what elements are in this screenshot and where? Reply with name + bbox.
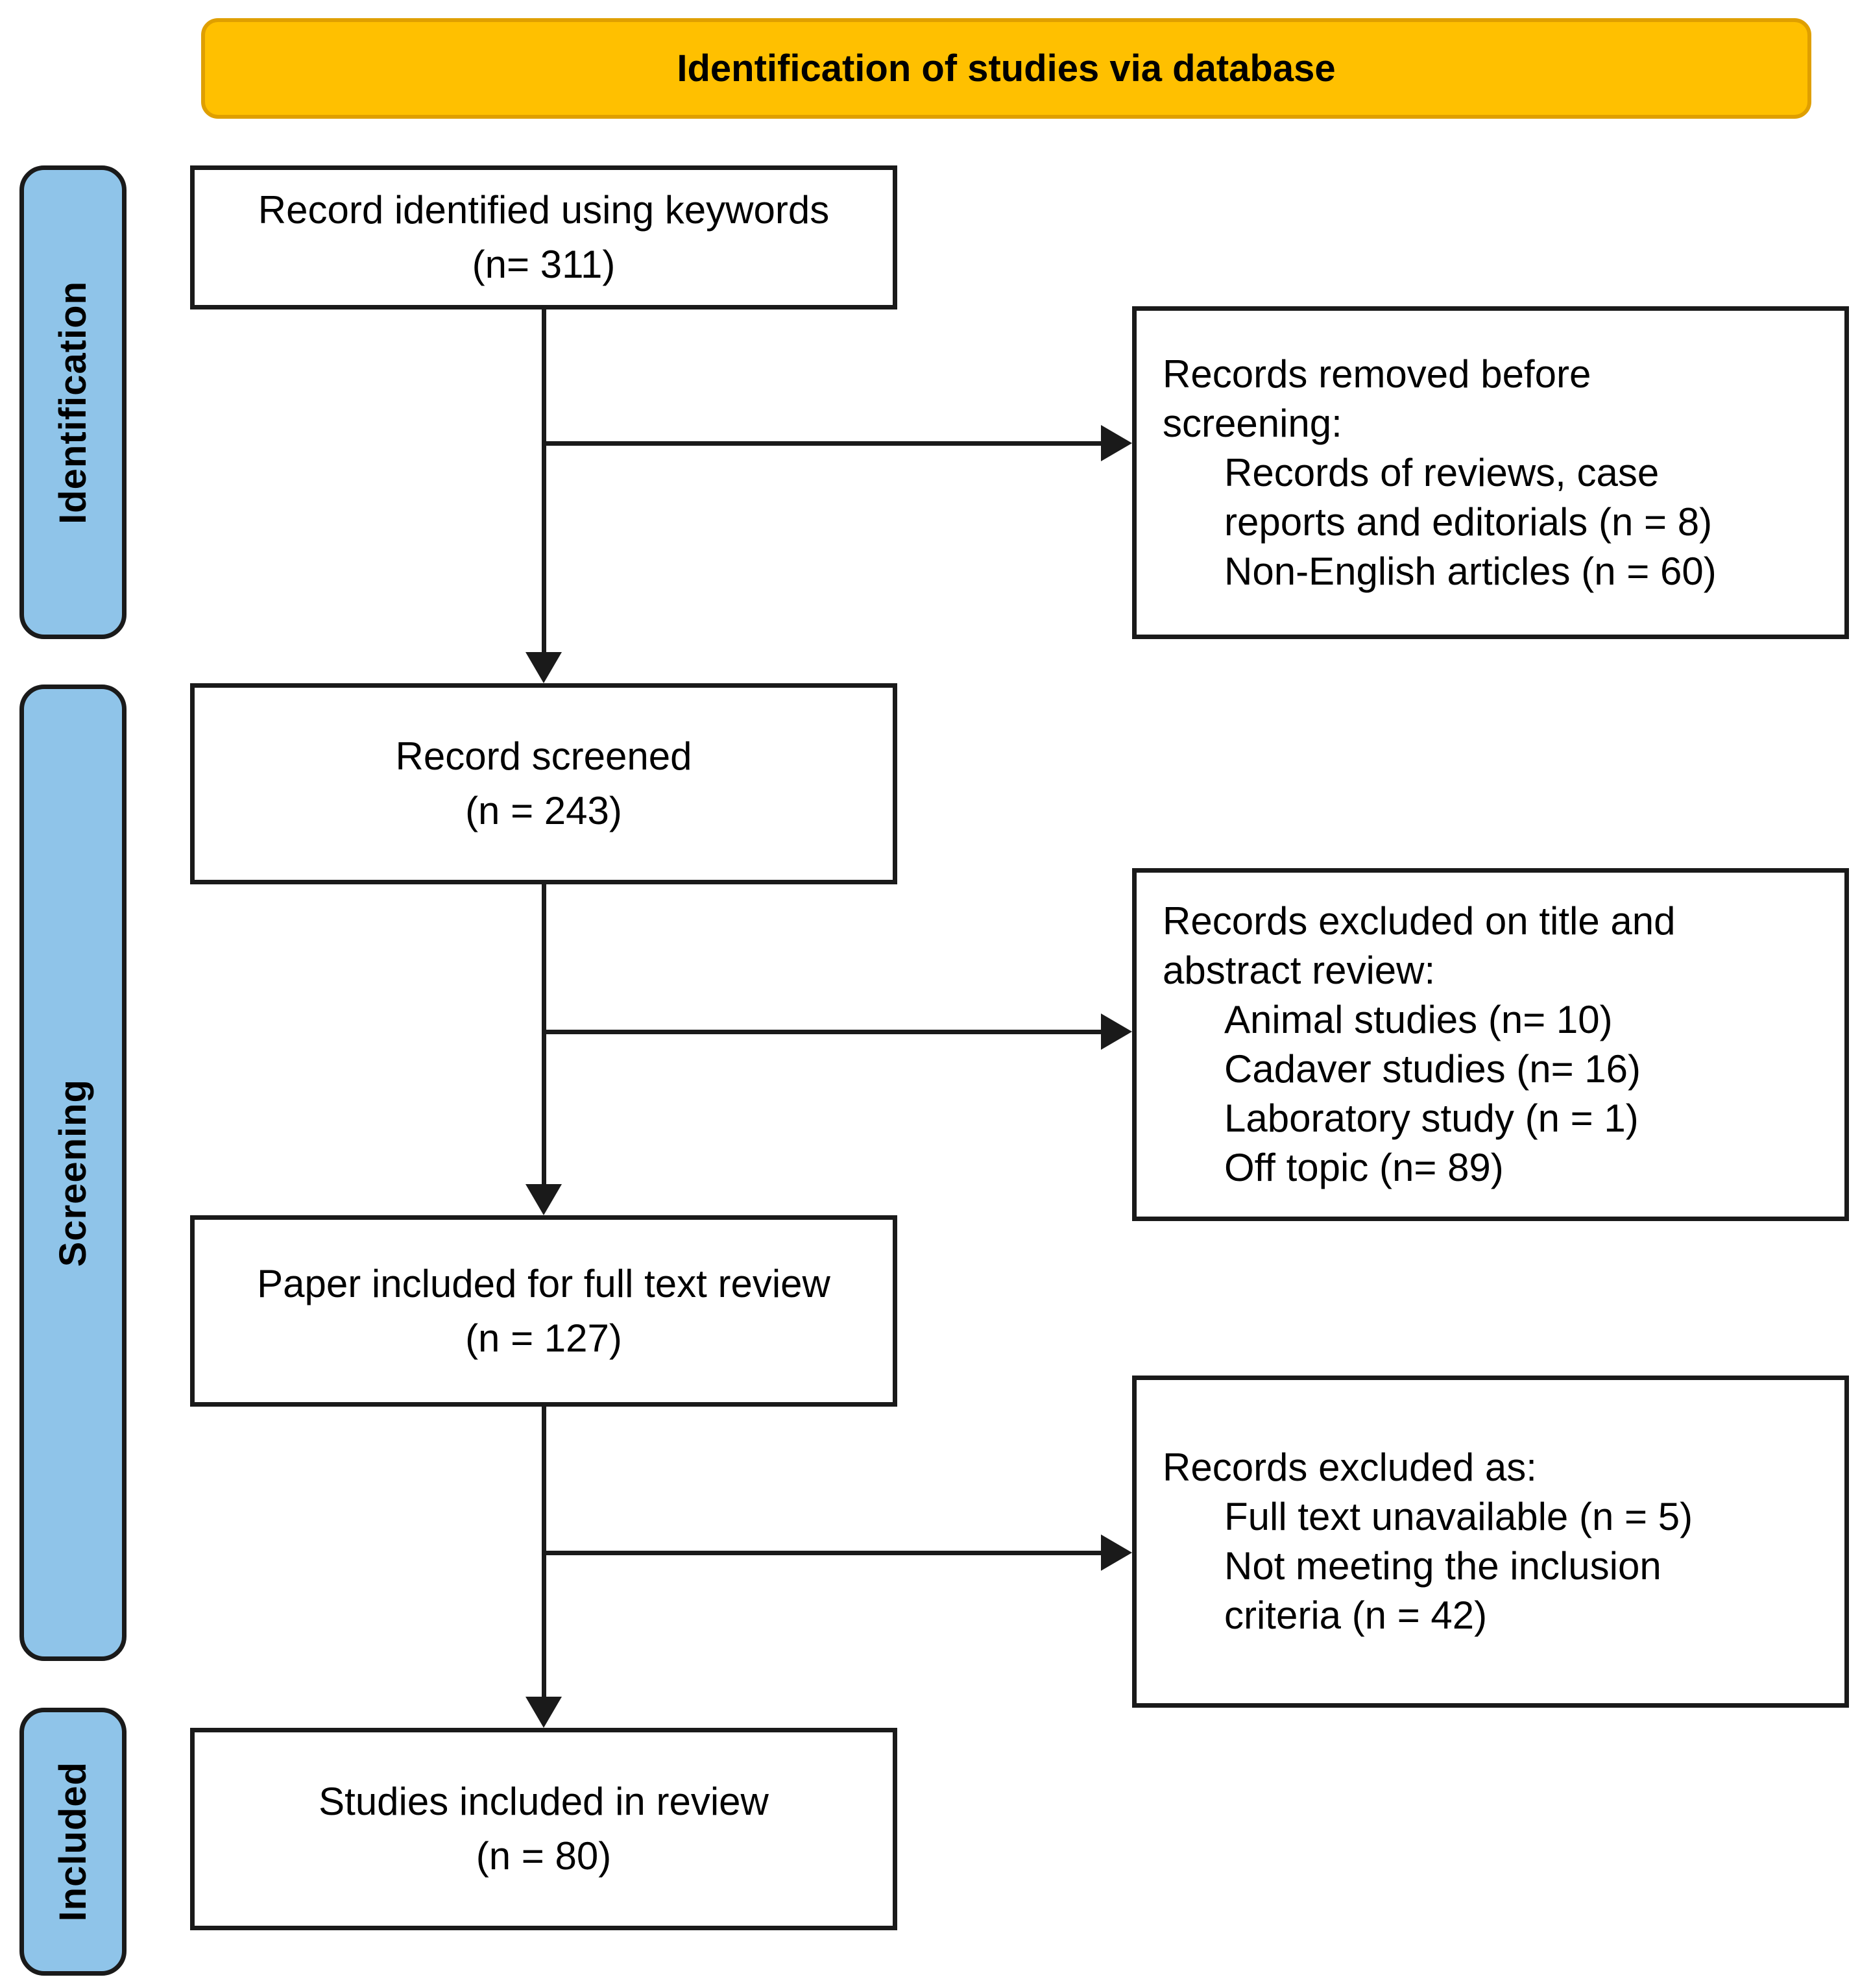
- box-text-line: Record identified using keywords: [258, 188, 830, 232]
- side-box-text-line: Off topic (n= 89): [1224, 1146, 1504, 1189]
- side-box-text-line: Records excluded as:: [1163, 1446, 1537, 1489]
- connector-vertical-2: [542, 884, 546, 1184]
- stage-label-screening: Screening: [19, 685, 127, 1661]
- title-banner: Identification of studies via database: [201, 18, 1811, 119]
- side-box-text-line: Cadaver studies (n= 16): [1224, 1047, 1641, 1091]
- box-records-excluded-title-abstract: Records excluded on title and abstract r…: [1132, 868, 1849, 1221]
- box-count-line: (n = 127): [465, 1316, 622, 1360]
- box-records-identified: Record identified using keywords (n= 311…: [190, 165, 897, 309]
- side-box-text-line: screening:: [1163, 401, 1342, 445]
- connector-horizontal-1: [542, 441, 1101, 446]
- box-studies-included: Studies included in review (n = 80): [190, 1728, 897, 1930]
- box-text-line: Studies included in review: [319, 1780, 769, 1823]
- arrowhead-right-icon: [1101, 1013, 1132, 1050]
- box-records-screened: Record screened (n = 243): [190, 683, 897, 884]
- connector-vertical-1: [542, 309, 546, 652]
- side-box-text-line: Full text unavailable (n = 5): [1224, 1495, 1693, 1538]
- box-records-removed-before-screening: Records removed before screening: Record…: [1132, 306, 1849, 639]
- side-box-text-line: Records removed before: [1163, 352, 1591, 396]
- box-count-line: (n= 311): [472, 243, 616, 286]
- banner-title: Identification of studies via database: [677, 47, 1336, 90]
- arrowhead-down-icon: [525, 652, 562, 683]
- side-box-text-line: Not meeting the inclusion: [1224, 1544, 1661, 1588]
- box-records-excluded-full-text: Records excluded as: Full text unavailab…: [1132, 1376, 1849, 1708]
- arrowhead-right-icon: [1101, 425, 1132, 461]
- box-text-line: Paper included for full text review: [257, 1261, 830, 1305]
- side-box-text-line: abstract review:: [1163, 949, 1436, 992]
- box-count-line: (n = 243): [465, 789, 622, 832]
- side-box-text-line: Animal studies (n= 10): [1224, 998, 1613, 1041]
- stage-label-included: Included: [19, 1708, 127, 1976]
- side-box-text-line: Records of reviews, case: [1224, 450, 1660, 494]
- box-full-text-review: Paper included for full text review (n =…: [190, 1215, 897, 1407]
- connector-horizontal-2: [542, 1030, 1101, 1034]
- side-box-text-line: reports and editorials (n = 8): [1224, 500, 1713, 544]
- stage-label-text: Included: [52, 1762, 94, 1922]
- box-text-line: Record screened: [395, 734, 692, 778]
- side-box-text-line: Records excluded on title and: [1163, 899, 1676, 943]
- arrowhead-down-icon: [525, 1697, 562, 1728]
- side-box-text-line: Non-English articles (n = 60): [1224, 549, 1717, 593]
- arrowhead-down-icon: [525, 1184, 562, 1215]
- box-count-line: (n = 80): [476, 1834, 612, 1878]
- stage-label-identification: Identification: [19, 165, 127, 639]
- stage-label-text: Identification: [52, 280, 94, 524]
- side-box-text-line: Laboratory study (n = 1): [1224, 1097, 1639, 1140]
- stage-label-text: Screening: [52, 1078, 94, 1267]
- side-box-text-line: criteria (n = 42): [1224, 1594, 1488, 1637]
- arrowhead-right-icon: [1101, 1534, 1132, 1571]
- connector-horizontal-3: [542, 1551, 1101, 1555]
